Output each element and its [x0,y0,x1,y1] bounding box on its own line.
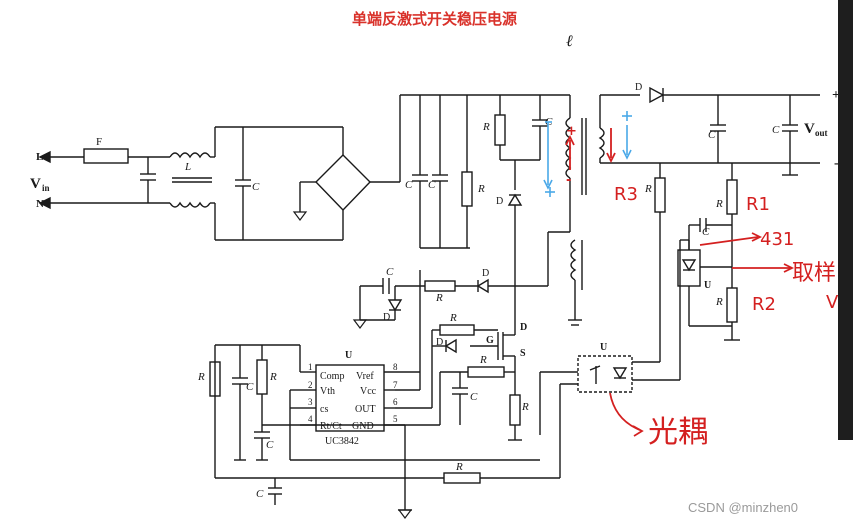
label-L: L [36,151,43,163]
label-c-aux: C [386,266,394,278]
label-vin: V [30,176,41,192]
pin-cs: cs [320,404,328,415]
label-r1-printed: R [715,198,723,210]
label-c-cs: C [470,391,478,403]
label-c-left: C [246,381,254,393]
pin-num-6: 6 [393,397,398,407]
label-d-gate: D [436,337,443,348]
red-plus-mark: + [566,124,577,139]
label-r-bottom: R [455,461,463,473]
label-c-input: C [252,181,260,193]
annot-r1: R1 [746,194,770,215]
label-minus: - [834,156,839,171]
label-choke: L [184,161,191,173]
pin-num-5: 5 [393,414,398,424]
pin-gnd: GND [352,421,374,432]
pin-vref: Vref [356,371,374,382]
label-N: N [36,198,44,210]
label-u-ic: U [345,350,352,361]
script-l-mark: ℓ [566,33,573,50]
label-r2-printed: R [715,296,723,308]
pin-num-7: 7 [393,380,398,390]
label-r-left2: R [269,371,277,383]
label-r-aux: R [435,292,443,304]
pin-rtct: Rt/Ct [320,421,342,432]
label-c-bulk2: C [428,179,436,191]
label-d-aux: D [482,268,489,279]
label-r-gate: R [449,312,457,324]
annot-optocoupler: 光耦 [648,415,708,450]
pin-num-4: 4 [308,414,313,424]
pin-num-1: 1 [308,362,313,372]
label-r-sense: R [521,401,529,413]
label-plus: + [832,88,840,103]
label-drain: D [520,322,527,333]
label-d-snub: D [496,196,503,207]
pin-num-3: 3 [308,397,313,407]
pin-num-8: 8 [393,362,398,372]
label-vout: V [804,121,815,137]
fuse [83,148,129,164]
pin-num-2: 2 [308,380,313,390]
pin-comp: Comp [320,371,344,382]
ground-symbols [292,211,413,519]
annot-sampling-v: V [826,292,839,313]
label-c-bulk1: C [405,179,413,191]
label-c-out2: C [772,124,780,136]
red-annotations [565,128,795,437]
label-r-start: R [477,183,485,195]
pin-vcc: Vcc [360,386,377,397]
right-edge-bar [838,0,853,440]
label-vin-sub: in [42,183,50,193]
label-r-left1: R [197,371,205,383]
watermark: CSDN @minzhen0 [688,500,799,515]
label-d-out: D [635,82,642,93]
label-u-431: U [704,280,711,291]
blue-annotations [543,111,632,197]
red-minus-mark: - [566,173,571,188]
label-c-431: C [702,226,710,238]
label-r-snub: R [482,121,490,133]
diagram-title: 单端反激式开关稳压电源 [352,10,518,28]
annot-r2: R2 [752,294,776,315]
label-c-out1: C [708,129,716,141]
label-r3-printed: R [644,183,652,195]
annot-r3: R3 [614,184,638,205]
ic-name: UC3842 [325,436,359,447]
pin-out: OUT [355,404,376,415]
wiring [38,86,820,511]
label-gate: G [486,335,494,346]
label-fuse: F [96,136,102,148]
label-u-opto: U [600,342,607,353]
label-c-rtct: C [266,439,274,451]
label-vout-sub: out [815,128,828,138]
label-source: S [520,348,526,359]
annot-sampling: 取样 [792,261,836,286]
label-c-bottom: C [256,488,264,500]
annot-431: 431 [760,229,794,250]
pin-vth: Vth [320,386,335,397]
label-d-aux2: D [383,312,390,323]
label-r-cs: R [479,354,487,366]
